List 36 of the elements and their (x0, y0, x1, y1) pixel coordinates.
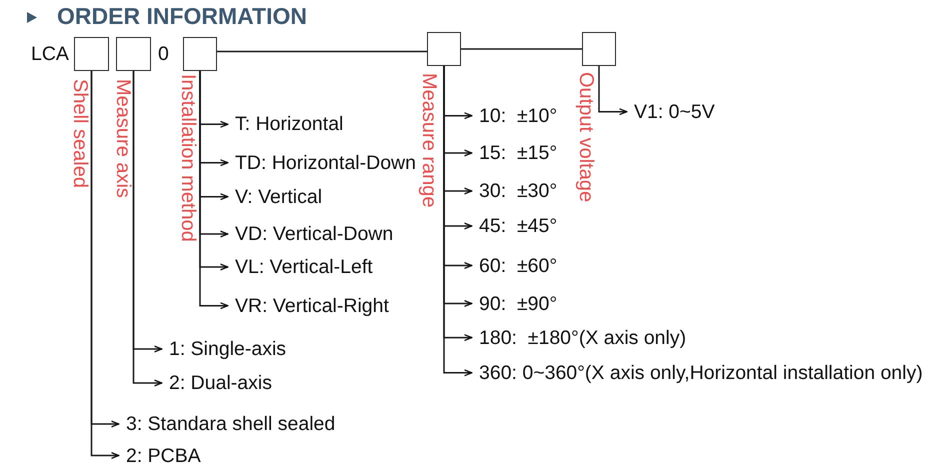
option-text: T: Horizontal (228, 114, 344, 134)
blank-box (116, 37, 151, 71)
option-text: 15: ±15° (472, 143, 558, 163)
field-label: Output voltage (577, 72, 595, 202)
option-text: 2: Dual-axis (162, 373, 272, 393)
blank-box (582, 32, 616, 66)
field-label: Installation method (179, 74, 197, 242)
field-label: Measure range (420, 73, 438, 208)
blank-box (74, 37, 109, 71)
option-text: V: Vertical (228, 186, 322, 207)
option-text: 360: 0~360°(X axis only,Horizontal installation only) (472, 362, 923, 383)
arrow (199, 71, 228, 310)
option-text: 30: ±30° (472, 181, 558, 201)
option-text: TD: Horizontal-Down (228, 152, 416, 173)
section-title: ORDER INFORMATION (57, 5, 308, 28)
option-text: 10: ±10° (472, 106, 558, 126)
field-label: Measure axis (114, 79, 132, 198)
option-text: 60: ±60° (472, 256, 558, 276)
option-text: VL: Vertical-Left (228, 257, 373, 277)
option-text: VR: Vertical-Right (228, 296, 389, 316)
option-text: 45: ±45° (472, 216, 558, 236)
blank-box (183, 37, 217, 71)
option-text: 90: ±90° (472, 294, 558, 314)
option-text: VD: Vertical-Down (228, 224, 394, 244)
connector-line (461, 48, 582, 50)
option-text: V1: 0~5V (627, 102, 715, 122)
option-text: 2: PCBA (119, 446, 201, 466)
blank-box (427, 32, 461, 66)
connector-line (217, 50, 427, 52)
option-text: 1: Single-axis (162, 339, 286, 359)
option-text: 3: Standara shell sealed (119, 414, 336, 434)
field-label: Shell sealed (71, 79, 89, 188)
arrow (598, 66, 628, 116)
option-text: 180: ±180°(X axis only) (472, 328, 686, 348)
code-digit: 0 (158, 44, 169, 64)
model-prefix: LCA (31, 44, 69, 64)
